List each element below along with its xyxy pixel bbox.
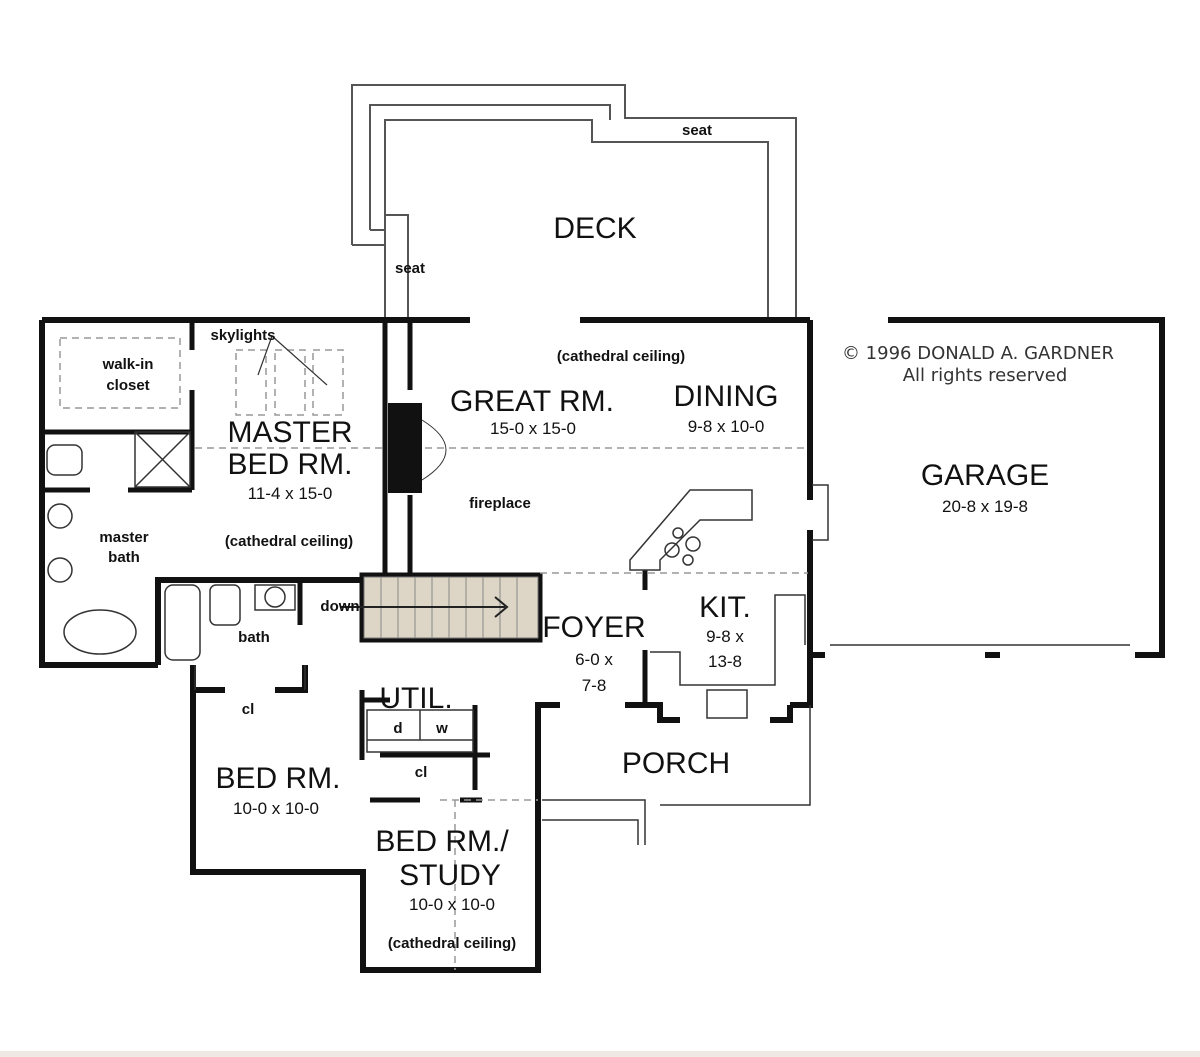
utility-label: UTIL. — [379, 682, 453, 715]
master-bedroom-label: BED RM. — [227, 448, 353, 481]
bath-label: bath — [238, 629, 270, 646]
copyright-line1: © 1996 DONALD A. GARDNER — [841, 343, 1115, 364]
kitchen-label: KIT. — [699, 591, 751, 624]
master-bath-label: bath — [108, 549, 140, 566]
deck-outline — [351, 84, 797, 320]
great-room-label: GREAT RM. — [450, 385, 614, 418]
master-bath-label: master — [99, 529, 149, 546]
kitchen-dims: 9-8 x — [706, 627, 744, 646]
interior-walls — [42, 322, 648, 803]
fixtures — [46, 431, 1130, 845]
bedroom-dims: 10-0 x 10-0 — [233, 799, 319, 818]
foyer-dims: 7-8 — [581, 676, 607, 695]
study-note: (cathedral ceiling) — [387, 935, 517, 952]
master-bedroom-label: MASTER — [227, 416, 353, 449]
foyer-label: FOYER — [542, 611, 646, 644]
deck-label: DECK — [553, 212, 637, 245]
porch-label: PORCH — [621, 747, 731, 780]
bedroom-closet-label: cl — [241, 701, 255, 718]
foyer-dims: 6-0 x — [575, 650, 613, 669]
stairs-label: down — [320, 598, 360, 615]
kitchen-dims: 13-8 — [707, 652, 743, 671]
skylight-arrows — [257, 335, 328, 386]
dining-label: DINING — [673, 380, 779, 413]
dryer-label: d — [393, 720, 403, 737]
study-dims: 10-0 x 10-0 — [409, 895, 495, 914]
garage-label: GARAGE — [920, 459, 1050, 492]
study-label: BED RM./ — [375, 825, 509, 858]
skylights-label: skylights — [210, 327, 276, 344]
fireplace-hearth — [421, 419, 447, 481]
fireplace-label: fireplace — [469, 495, 531, 512]
master-bedroom-dims: 11-4 x 15-0 — [247, 484, 333, 503]
garage-dims: 20-8 x 19-8 — [942, 497, 1028, 516]
great-room-note: (cathedral ceiling) — [556, 348, 686, 365]
deck-seat-label: seat — [681, 122, 713, 139]
dashed-lines — [59, 337, 808, 970]
dining-dims: 9-8 x 10-0 — [687, 417, 765, 436]
great-room-dims: 15-0 x 15-0 — [490, 419, 576, 438]
washer-label: w — [436, 720, 448, 737]
closet-label: walk-in — [102, 356, 154, 373]
fireplace-icon — [388, 403, 422, 493]
copyright-line2: All rights reserved — [902, 365, 1068, 386]
bedroom-label: BED RM. — [215, 762, 341, 795]
master-bedroom-note: (cathedral ceiling) — [224, 533, 354, 550]
study-label: STUDY — [399, 859, 501, 892]
study-closet-label: cl — [414, 764, 428, 781]
stair-treads — [340, 577, 518, 638]
closet-label: closet — [106, 377, 150, 394]
deck-seat-label: seat — [394, 260, 426, 277]
